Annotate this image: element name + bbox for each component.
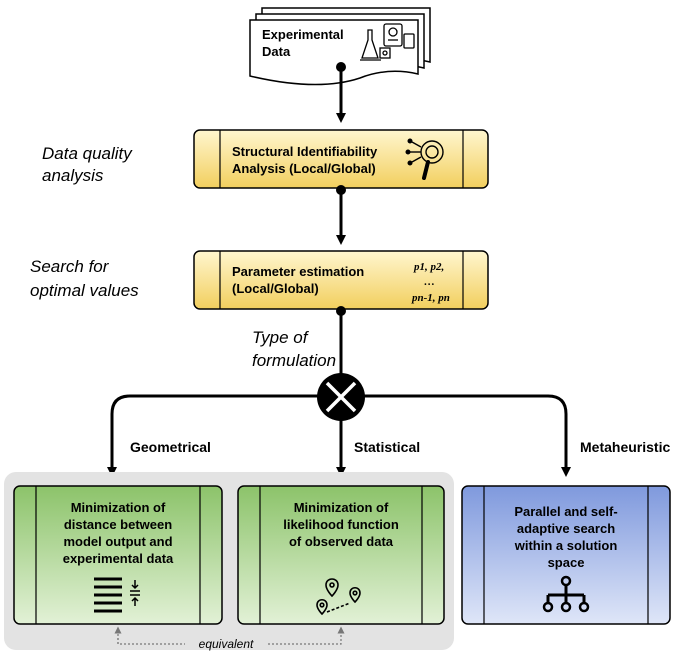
statistical-box: Minimization of likelihood function of o… bbox=[237, 485, 445, 625]
route-pins-icon bbox=[316, 578, 361, 616]
parameter-estimation-box: Parameter estimation (Local/Global) p1, … bbox=[193, 250, 489, 310]
data-quality-label-2: analysis bbox=[42, 166, 104, 185]
identifiability-box: Structural Identifiability Analysis (Loc… bbox=[193, 129, 489, 189]
metaheuristic-box: Parallel and self- adaptive search withi… bbox=[461, 485, 671, 625]
statistical-line1: Minimization of bbox=[294, 500, 389, 515]
metaheuristic-label: Metaheuristic bbox=[580, 439, 670, 455]
estimation-line1: Parameter estimation bbox=[232, 264, 364, 279]
estimation-line2: (Local/Global) bbox=[232, 281, 319, 296]
equivalent-line-right bbox=[268, 626, 345, 645]
identifiability-line1: Structural Identifiability bbox=[232, 144, 378, 159]
geometrical-line4: experimental data bbox=[63, 551, 174, 566]
metaheuristic-line2: adaptive search bbox=[517, 521, 615, 536]
metaheuristic-line3: within a solution bbox=[514, 538, 618, 553]
data-quality-label: Data quality bbox=[42, 144, 133, 163]
metaheuristic-line4: space bbox=[548, 555, 585, 570]
type-formulation-label-2: formulation bbox=[252, 351, 336, 370]
geometrical-line1: Minimization of bbox=[71, 500, 166, 515]
experimental-data-node: Experimental Data bbox=[249, 7, 431, 86]
statistical-line2: likelihood function bbox=[283, 517, 399, 532]
search-optimal-label: Search for bbox=[30, 257, 110, 276]
geometrical-box: Minimization of distance between model o… bbox=[13, 485, 223, 625]
hierarchy-tree-icon bbox=[542, 575, 590, 613]
statistical-label: Statistical bbox=[354, 439, 420, 455]
metaheuristic-line1: Parallel and self- bbox=[514, 504, 617, 519]
line-spacing-icon bbox=[94, 577, 140, 613]
params-line3: pn-1, pn bbox=[411, 292, 450, 304]
geometrical-line3: model output and bbox=[63, 534, 172, 549]
junction-x-icon bbox=[317, 373, 365, 421]
equivalent-label: equivalent bbox=[199, 637, 254, 651]
params-line1: p1, p2, bbox=[413, 261, 444, 273]
geometrical-label: Geometrical bbox=[130, 439, 211, 455]
experimental-data-line1: Experimental bbox=[262, 27, 344, 42]
arrow-to-geometrical bbox=[107, 394, 318, 477]
type-formulation-label: Type of bbox=[252, 328, 310, 347]
search-optimal-label-2: optimal values bbox=[30, 281, 139, 300]
lab-equipment-icon bbox=[360, 23, 415, 61]
geometrical-line2: distance between bbox=[64, 517, 172, 532]
params-line2: … bbox=[424, 276, 435, 288]
magnifier-network-icon bbox=[405, 138, 444, 180]
statistical-line3: of observed data bbox=[289, 534, 394, 549]
identifiability-line2: Analysis (Local/Global) bbox=[232, 161, 376, 176]
arrow-to-metaheuristic bbox=[364, 394, 571, 477]
experimental-data-line2: Data bbox=[262, 44, 291, 59]
